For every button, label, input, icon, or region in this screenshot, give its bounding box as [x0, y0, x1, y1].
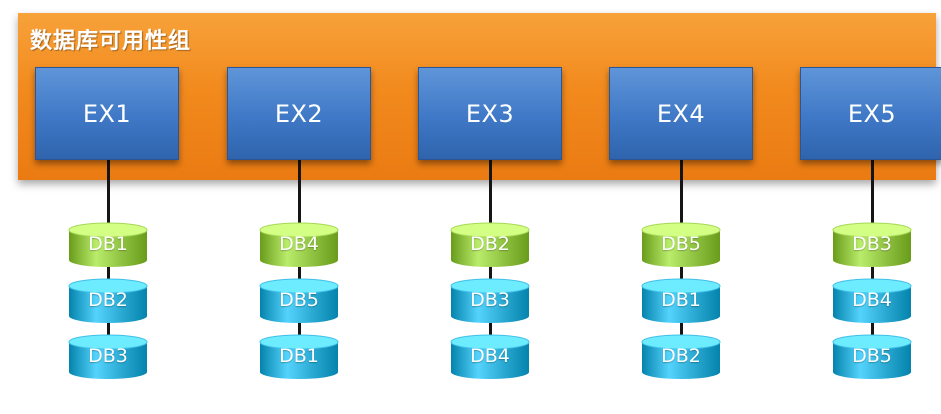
server-ex3[interactable]: EX3: [418, 67, 562, 160]
database-cylinder[interactable]: DB5: [259, 278, 339, 324]
server-ex5[interactable]: EX5: [800, 67, 941, 160]
database-label: DB5: [661, 233, 701, 255]
database-label: DB3: [470, 289, 510, 311]
database-label: DB2: [88, 289, 128, 311]
server-label: EX2: [274, 99, 324, 128]
database-cylinder[interactable]: DB2: [641, 334, 721, 380]
database-label: DB5: [279, 289, 319, 311]
server-label: EX4: [656, 99, 706, 128]
server-label: EX3: [465, 99, 515, 128]
database-label: DB2: [470, 233, 510, 255]
database-cylinder[interactable]: DB4: [259, 222, 339, 268]
database-label: DB1: [88, 233, 128, 255]
database-cylinder[interactable]: DB5: [832, 334, 912, 380]
database-label: DB4: [470, 345, 510, 367]
database-cylinder[interactable]: DB1: [641, 278, 721, 324]
database-label: DB3: [88, 345, 128, 367]
server-ex2[interactable]: EX2: [227, 67, 371, 160]
database-cylinder[interactable]: DB2: [450, 222, 530, 268]
database-cylinder[interactable]: DB1: [68, 222, 148, 268]
server-ex4[interactable]: EX4: [609, 67, 753, 160]
database-label: DB4: [279, 233, 319, 255]
database-cylinder[interactable]: DB4: [832, 278, 912, 324]
database-label: DB5: [852, 345, 892, 367]
database-label: DB3: [852, 233, 892, 255]
database-label: DB1: [279, 345, 319, 367]
server-label: EX5: [847, 99, 897, 128]
database-label: DB2: [661, 345, 701, 367]
database-cylinder[interactable]: DB4: [450, 334, 530, 380]
database-cylinder[interactable]: DB1: [259, 334, 339, 380]
database-cylinder[interactable]: DB3: [450, 278, 530, 324]
server-label: EX1: [82, 99, 132, 128]
availability-group-title: 数据库可用性组: [30, 29, 192, 54]
server-ex1[interactable]: EX1: [35, 67, 179, 160]
database-label: DB4: [852, 289, 892, 311]
database-cylinder[interactable]: DB5: [641, 222, 721, 268]
database-cylinder[interactable]: DB3: [68, 334, 148, 380]
database-cylinder[interactable]: DB3: [832, 222, 912, 268]
database-label: DB1: [661, 289, 701, 311]
database-cylinder[interactable]: DB2: [68, 278, 148, 324]
